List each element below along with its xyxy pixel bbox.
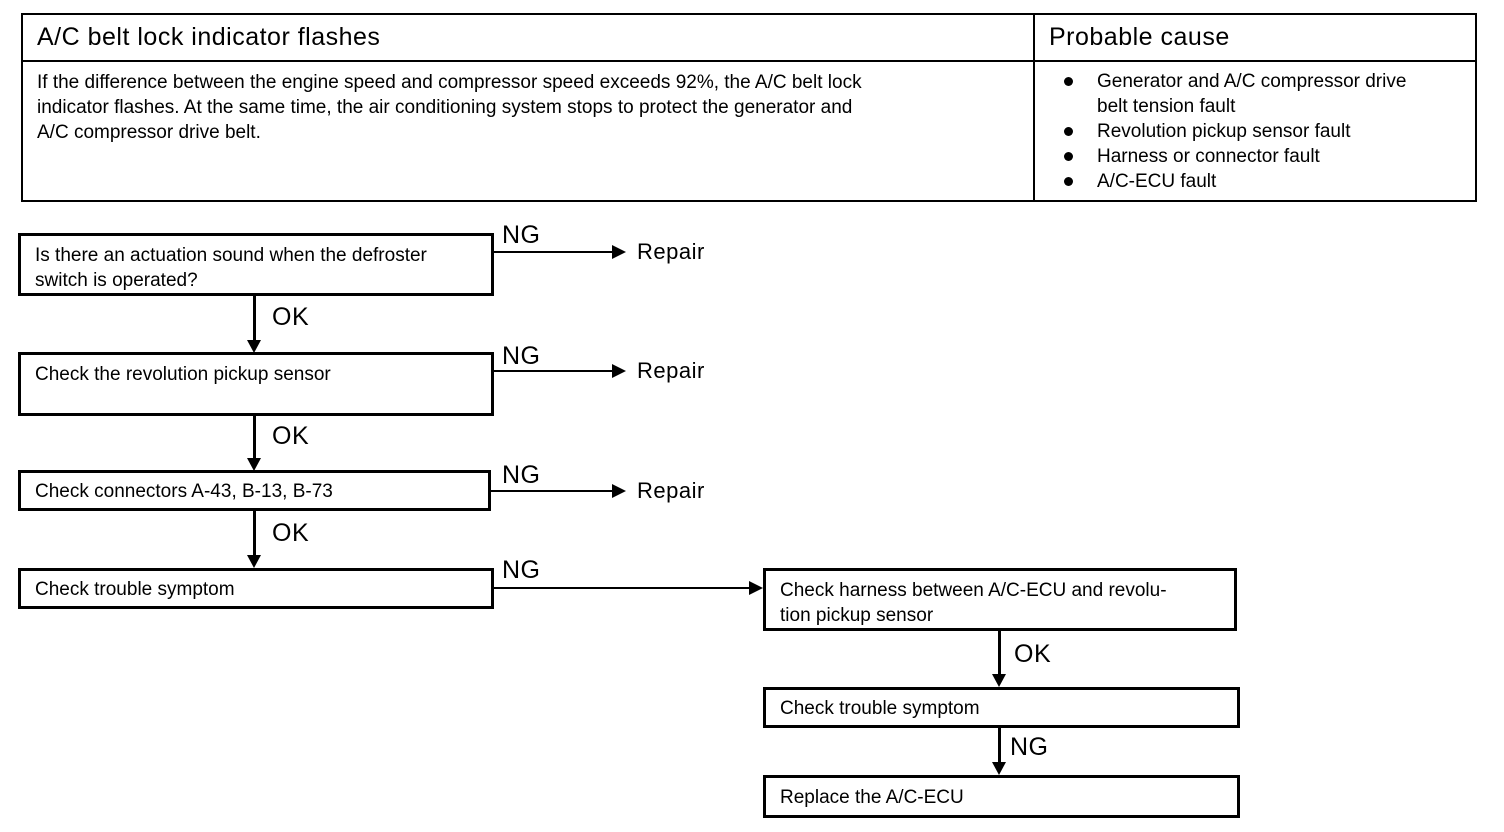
list-item: Harness or connector fault bbox=[1055, 144, 1467, 169]
arrow-line bbox=[998, 728, 1001, 763]
flow-step-check-trouble-symptom-1: Check trouble symptom bbox=[18, 568, 494, 609]
arrow-line bbox=[253, 296, 256, 340]
cause-text: Generator and A/C compressor drive belt … bbox=[1097, 71, 1407, 117]
ok-label: OK bbox=[1014, 640, 1052, 668]
arrow-line bbox=[493, 251, 612, 253]
flow-step-revolution-pickup-sensor: Check the revolution pickup sensor bbox=[18, 352, 494, 416]
ng-label: NG bbox=[502, 221, 541, 249]
list-item: A/C-ECU fault bbox=[1055, 169, 1467, 194]
ng-label: NG bbox=[502, 556, 541, 584]
arrow-right-icon bbox=[612, 484, 626, 498]
probable-cause-list: Generator and A/C compressor drive belt … bbox=[1035, 62, 1475, 200]
probable-cause-header: Probable cause bbox=[1049, 23, 1230, 51]
arrow-right-icon bbox=[612, 364, 626, 378]
symptom-description: If the difference between the engine spe… bbox=[23, 62, 1035, 200]
list-item: Generator and A/C compressor drive belt … bbox=[1055, 69, 1467, 119]
bullet-icon bbox=[1064, 127, 1073, 136]
cause-text: Revolution pickup sensor fault bbox=[1097, 121, 1351, 142]
flow-step-defroster-switch: Is there an actuation sound when the def… bbox=[18, 233, 494, 296]
arrow-line bbox=[493, 370, 612, 372]
repair-label: Repair bbox=[637, 239, 705, 264]
flow-step-check-harness: Check harness between A/C-ECU and revolu… bbox=[763, 568, 1237, 631]
arrow-down-icon bbox=[247, 458, 261, 471]
ng-label: NG bbox=[1010, 733, 1049, 761]
arrow-line bbox=[253, 416, 256, 460]
symptom-title-cell: A/C belt lock indicator flashes bbox=[23, 15, 1035, 62]
arrow-right-icon bbox=[749, 581, 763, 595]
flow-step-check-connectors: Check connectors A-43, B-13, B-73 bbox=[18, 470, 491, 511]
probable-cause-header-cell: Probable cause bbox=[1035, 15, 1475, 62]
arrow-line bbox=[253, 511, 256, 556]
symptom-info-table: A/C belt lock indicator flashes Probable… bbox=[21, 13, 1477, 202]
flow-step-replace-ecu: Replace the A/C-ECU bbox=[763, 775, 1240, 818]
cause-text: A/C-ECU fault bbox=[1097, 171, 1217, 192]
arrow-right-icon bbox=[612, 245, 626, 259]
bullet-icon bbox=[1064, 152, 1073, 161]
ok-label: OK bbox=[272, 422, 310, 450]
ok-label: OK bbox=[272, 519, 310, 547]
arrow-line bbox=[998, 631, 1001, 675]
repair-label: Repair bbox=[637, 358, 705, 383]
arrow-line bbox=[493, 587, 749, 589]
cause-text: Harness or connector fault bbox=[1097, 146, 1320, 167]
ok-label: OK bbox=[272, 303, 310, 331]
list-item: Revolution pickup sensor fault bbox=[1055, 119, 1467, 144]
bullet-icon bbox=[1064, 177, 1073, 186]
arrow-line bbox=[491, 490, 612, 492]
arrow-down-icon bbox=[992, 674, 1006, 687]
symptom-title: A/C belt lock indicator flashes bbox=[37, 23, 381, 51]
ng-label: NG bbox=[502, 342, 541, 370]
ng-label: NG bbox=[502, 461, 541, 489]
flow-step-check-trouble-symptom-2: Check trouble symptom bbox=[763, 687, 1240, 728]
repair-label: Repair bbox=[637, 478, 705, 503]
arrow-down-icon bbox=[992, 762, 1006, 775]
arrow-down-icon bbox=[247, 340, 261, 353]
arrow-down-icon bbox=[247, 555, 261, 568]
bullet-icon bbox=[1064, 77, 1073, 86]
